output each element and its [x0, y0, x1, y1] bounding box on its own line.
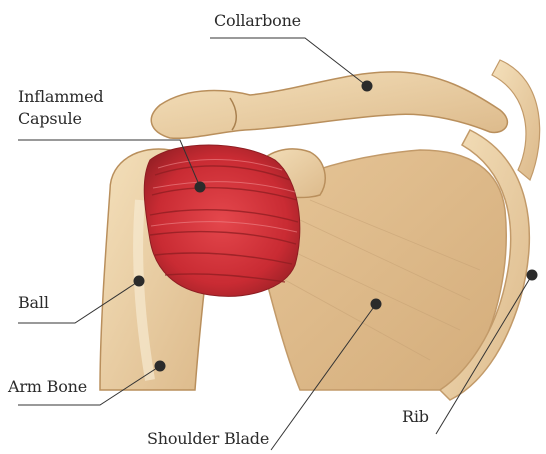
label-arm-bone: Arm Bone: [8, 376, 87, 398]
inflamed-capsule: [144, 145, 300, 296]
collarbone-marker: [362, 81, 373, 92]
label-inflammed-capsule: Inflammed Capsule: [18, 86, 103, 130]
rib-marker: [527, 270, 538, 281]
collarbone-bone: [151, 72, 507, 138]
label-capsule-line2: Capsule: [18, 108, 103, 130]
label-rib: Rib: [402, 406, 429, 428]
label-capsule-line1: Inflammed: [18, 86, 103, 108]
ball-marker: [134, 276, 145, 287]
label-shoulder-blade: Shoulder Blade: [147, 428, 269, 450]
label-collarbone: Collarbone: [214, 10, 301, 32]
arm-bone-marker: [155, 361, 166, 372]
label-ball: Ball: [18, 292, 49, 314]
capsule-marker: [195, 182, 206, 193]
shoulder-blade-marker: [371, 299, 382, 310]
